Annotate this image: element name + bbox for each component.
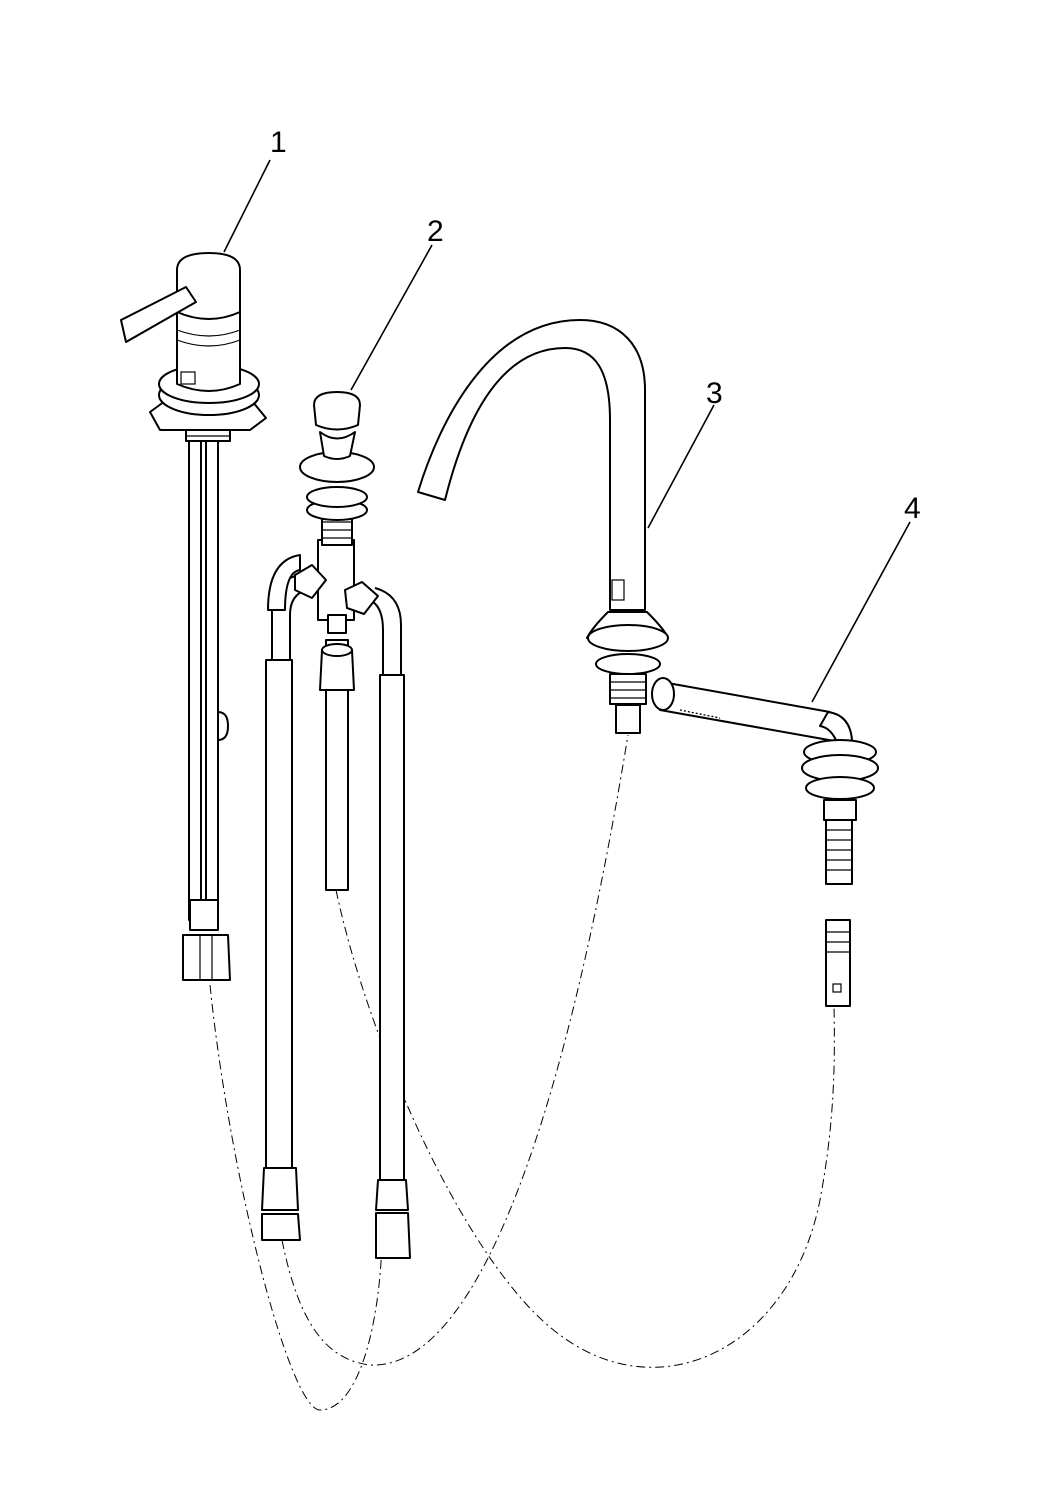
- callout-3: 3: [706, 377, 723, 410]
- callouts: 1 2 3 4: [270, 126, 921, 525]
- hand-shower-head: [651, 677, 675, 711]
- shank-4: [823, 799, 857, 821]
- hose-bend: [267, 554, 301, 611]
- callout-1: 1: [270, 126, 287, 159]
- part-4-handshower: [651, 677, 879, 1007]
- hose-1a: [188, 439, 202, 921]
- hose-nut-2b: [375, 1212, 411, 1259]
- spout-mark: [611, 579, 625, 601]
- hose-nut-2a-upper: [261, 1167, 299, 1211]
- hose-fitting-1: [189, 899, 219, 931]
- hose-coupler: [825, 819, 853, 885]
- diverter-knob: [313, 391, 361, 431]
- lever-housing: [176, 252, 241, 320]
- part-3-spout: [417, 319, 669, 734]
- connector-4: [825, 919, 851, 1007]
- washer-2b: [306, 486, 368, 508]
- hose-clip: [217, 711, 229, 741]
- connection-line-2: [281, 734, 629, 1366]
- leader-1: [223, 159, 271, 253]
- hose-2c: [325, 639, 349, 891]
- connection-lines: [209, 734, 835, 1411]
- leader-2: [350, 244, 433, 391]
- leader-4: [811, 521, 911, 703]
- spout-tube: [417, 319, 646, 611]
- hose-2b: [379, 674, 405, 1191]
- hand-shower-body: [659, 681, 841, 743]
- shank-3: [609, 673, 647, 705]
- hose-2a: [265, 659, 293, 1191]
- washer-4: [805, 776, 875, 800]
- brand-mark: [180, 371, 196, 385]
- washer-3: [595, 653, 661, 675]
- leader-3: [647, 404, 715, 529]
- hose-1b: [205, 439, 219, 921]
- connection-line-3: [335, 889, 835, 1368]
- hose-nuts-1: [182, 934, 231, 981]
- connection-line-1: [209, 984, 383, 1411]
- valve-nut-right: [344, 581, 379, 615]
- valve-outlet: [327, 614, 347, 634]
- callout-2: 2: [427, 215, 444, 248]
- part-1-mixer: [120, 252, 267, 981]
- part-2-diverter: [261, 391, 411, 1259]
- valve-nut-left: [294, 564, 327, 599]
- spout-connector: [615, 704, 641, 734]
- mixer-lever: [120, 286, 197, 343]
- callout-4: 4: [904, 492, 921, 525]
- hose-nut-2b-upper: [375, 1179, 409, 1211]
- hose-nut-2a: [261, 1213, 301, 1241]
- callout-leaders: [223, 159, 911, 703]
